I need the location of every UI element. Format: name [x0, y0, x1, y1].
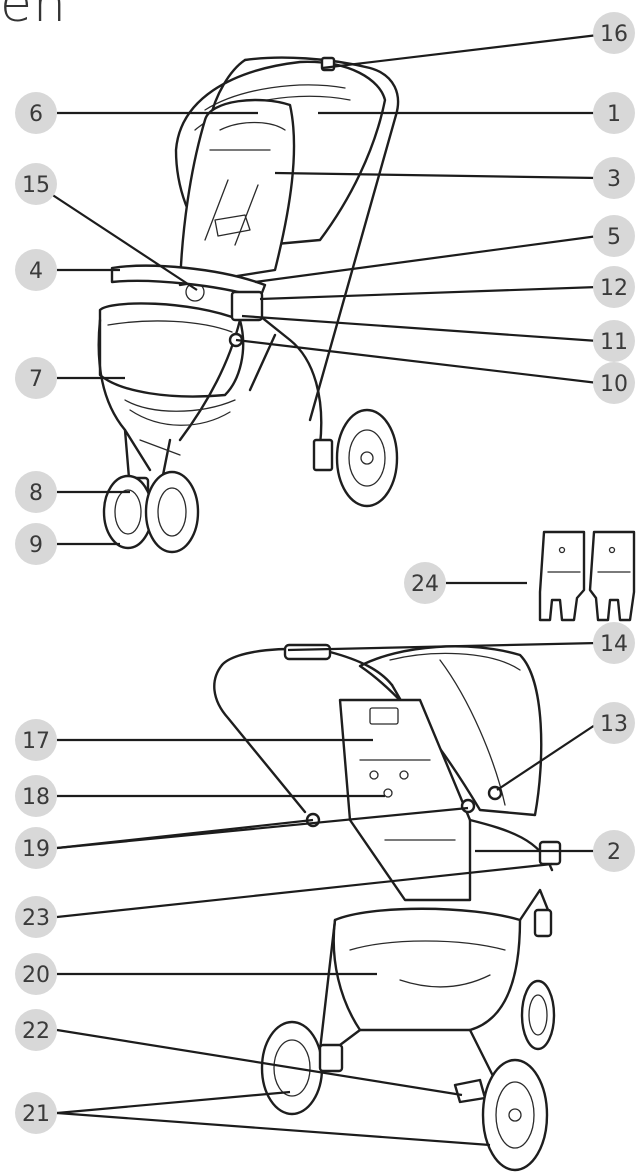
leader-line-22 [56, 1028, 463, 1097]
leader-line-16 [321, 33, 599, 70]
stroller-rear-view-drawing [213, 643, 562, 1172]
leader-line-5 [254, 234, 599, 284]
svg-text:2: 2 [607, 840, 621, 865]
callout-13: 13 [593, 702, 635, 744]
svg-text:16: 16 [600, 22, 628, 47]
callout-5: 5 [593, 215, 635, 257]
callout-1: 1 [593, 92, 635, 134]
svg-text:17: 17 [22, 729, 50, 754]
leader-line-13 [496, 722, 599, 791]
svg-text:15: 15 [22, 173, 50, 198]
svg-text:7: 7 [29, 367, 43, 392]
leader-line-15 [47, 191, 198, 291]
callout-20: 20 [15, 953, 57, 995]
leader-line-12 [259, 285, 599, 301]
leader-line-10 [235, 338, 599, 385]
svg-text:21: 21 [22, 1102, 50, 1127]
callout-16: 16 [593, 12, 635, 54]
leader-line-11 [241, 314, 599, 343]
svg-text:13: 13 [600, 712, 628, 737]
callout-7: 7 [15, 357, 57, 399]
page-title: en [0, 0, 67, 34]
svg-text:4: 4 [29, 259, 43, 284]
callout-19: 19 [15, 827, 57, 869]
svg-text:23: 23 [22, 906, 50, 931]
callout-11: 11 [593, 320, 635, 362]
svg-text:20: 20 [22, 963, 50, 988]
svg-text:1: 1 [607, 102, 621, 127]
svg-text:8: 8 [29, 481, 43, 506]
svg-text:10: 10 [600, 372, 628, 397]
callout-10: 10 [593, 362, 635, 404]
adapters-drawing [538, 530, 636, 622]
svg-text:3: 3 [607, 167, 621, 192]
callout-23: 23 [15, 896, 57, 938]
callout-17: 17 [15, 719, 57, 761]
stroller-front-view-drawing [97, 56, 400, 554]
svg-text:9: 9 [29, 533, 43, 558]
svg-text:18: 18 [22, 785, 50, 810]
callout-3: 3 [593, 157, 635, 199]
callout-8: 8 [15, 471, 57, 513]
leader-line-19b [56, 806, 469, 850]
callout-22: 22 [15, 1009, 57, 1051]
leader-lines [47, 33, 599, 1147]
svg-text:11: 11 [600, 330, 628, 355]
callout-21: 21 [15, 1092, 57, 1134]
callout-12: 12 [593, 266, 635, 308]
callout-18: 18 [15, 775, 57, 817]
svg-text:24: 24 [411, 572, 439, 597]
leader-line-23 [56, 862, 553, 919]
callout-4: 4 [15, 249, 57, 291]
callout-14: 14 [593, 622, 635, 664]
svg-text:6: 6 [29, 102, 43, 127]
svg-text:22: 22 [22, 1019, 50, 1044]
callout-2: 2 [593, 830, 635, 872]
leader-line-21b [56, 1111, 491, 1147]
svg-text:5: 5 [607, 225, 621, 250]
svg-text:19: 19 [22, 837, 50, 862]
callout-24: 24 [404, 562, 446, 604]
callout-6: 6 [15, 92, 57, 134]
svg-text:12: 12 [600, 276, 628, 301]
callout-15: 15 [15, 163, 57, 205]
callout-9: 9 [15, 523, 57, 565]
svg-text:14: 14 [600, 632, 628, 657]
leader-line-3 [274, 171, 599, 180]
callout-badges: 16 1 6 3 15 5 4 12 11 7 10 8 9 24 14 13 … [15, 12, 635, 1134]
leader-line-21a [56, 1090, 291, 1115]
leader-line-14 [287, 641, 599, 652]
